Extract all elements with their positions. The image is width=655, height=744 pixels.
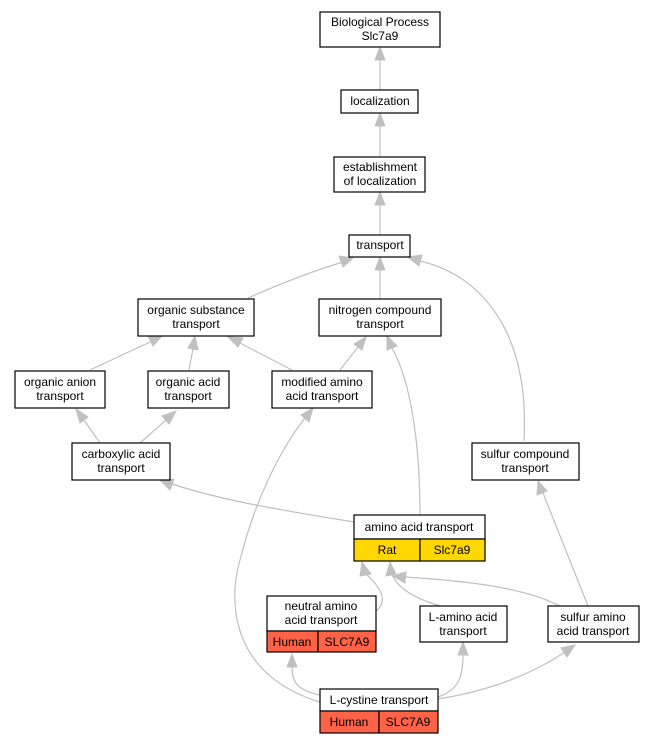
arrowhead: [536, 479, 548, 496]
node-label: acid transport: [285, 613, 358, 627]
edge-sulfur-compound-to-transport: [419, 260, 526, 442]
node-amino-acid-transport[interactable]: amino acid transport Rat Slc7a9: [353, 514, 486, 562]
node-label: sulfur compound: [481, 447, 570, 461]
edge-amino-acid-to-nitrogen-compound: [391, 347, 421, 516]
edge-sulfur-amino-to-sulfur-compound: [542, 492, 589, 607]
arrowhead: [406, 254, 423, 267]
node-modified-amino-acid-transport[interactable]: modified amino acid transport: [271, 370, 373, 409]
node-label: transport: [439, 624, 487, 638]
gene-label: Slc7a9: [434, 543, 471, 557]
node-l-amino-acid-transport[interactable]: L-amino acid transport: [419, 605, 508, 643]
arrowhead: [338, 255, 355, 268]
arrowhead: [386, 334, 398, 351]
arrowhead: [374, 111, 386, 127]
node-sulfur-amino-acid-transport[interactable]: sulfur amino acid transport: [547, 605, 640, 643]
node-label: transport: [356, 238, 404, 252]
arrowhead: [158, 478, 175, 491]
gene-label: SLC7A9: [386, 715, 431, 729]
gene-cell-human: [378, 710, 439, 734]
arrowhead: [75, 407, 89, 424]
arrowhead: [560, 644, 577, 658]
gene-cell-human: [317, 630, 377, 653]
edge-l-amino-to-amino-acid: [391, 573, 441, 607]
arrowhead: [385, 560, 397, 577]
node-label: acid transport: [557, 624, 630, 638]
arrowhead: [391, 571, 407, 584]
node-label: acid transport: [286, 389, 359, 403]
node-label: transport: [164, 389, 212, 403]
arrowhead: [457, 640, 469, 656]
node-label: transport: [97, 461, 145, 475]
node-label: carboxylic acid: [82, 447, 161, 461]
node-label: organic acid: [156, 375, 221, 389]
edge-l-cystine-to-l-amino: [437, 654, 464, 698]
edge-l-cystine-to-modified-amino: [234, 417, 321, 703]
node-nitrogen-compound-transport[interactable]: nitrogen compound transport: [318, 298, 442, 337]
edge-l-cystine-to-sulfur-amino: [437, 651, 566, 700]
species-label: Rat: [378, 543, 397, 557]
species-label: Human: [330, 715, 369, 729]
node-label: organic anion: [24, 375, 96, 389]
node-label: modified amino: [281, 375, 363, 389]
node-label: Slc7a9: [362, 29, 399, 43]
node-carboxylic-acid-transport[interactable]: carboxylic acid transport: [71, 442, 171, 481]
arrowhead: [359, 560, 372, 577]
arrowhead: [374, 45, 386, 61]
node-label: L-amino acid: [429, 610, 498, 624]
node-label: transport: [501, 461, 549, 475]
node-label: neutral amino: [285, 599, 358, 613]
node-label: L-cystine transport: [330, 693, 429, 707]
node-transport[interactable]: transport: [348, 234, 411, 258]
arrowhead: [161, 410, 178, 425]
node-organic-acid-transport[interactable]: organic acid transport: [147, 370, 230, 409]
arrowhead: [187, 334, 199, 351]
edge-organic-substance-to-transport: [247, 261, 344, 299]
node-localization[interactable]: localization: [340, 89, 419, 114]
edge-modified-amino-to-nitrogen-compound: [339, 346, 359, 371]
node-organic-anion-transport[interactable]: organic anion transport: [14, 370, 106, 409]
node-label: of localization: [344, 174, 417, 188]
arrowhead: [353, 335, 367, 351]
arrowhead: [226, 336, 244, 348]
node-biological-process[interactable]: Biological Process Slc7a9: [319, 11, 441, 48]
node-label: establishment: [343, 160, 418, 174]
node-sulfur-compound-transport[interactable]: sulfur compound transport: [471, 442, 580, 481]
node-label: transport: [356, 317, 404, 331]
node-organic-substance-transport[interactable]: organic substance transport: [137, 298, 255, 337]
node-label: sulfur amino: [560, 610, 626, 624]
node-label: Biological Process: [331, 15, 429, 29]
edge-modified-amino-to-organic-substance: [239, 342, 293, 371]
edge-amino-acid-to-carboxylic: [171, 483, 355, 523]
node-label: localization: [350, 94, 409, 108]
edge-carboxylic-to-organic-anion: [83, 419, 101, 444]
node-label: organic substance: [147, 303, 245, 317]
edge-organic-acid-to-organic-substance: [188, 348, 194, 371]
node-l-cystine-transport[interactable]: L-cystine transport Human SLC7A9: [319, 688, 439, 734]
arrowhead: [286, 652, 298, 668]
arrowhead: [300, 406, 314, 423]
node-establishment-of-localization[interactable]: establishment of localization: [333, 156, 426, 193]
edge-l-cystine-to-neutral-amino: [291, 666, 321, 696]
gene-cell-rat: [419, 538, 486, 562]
edge-carboxylic-to-organic-acid: [139, 419, 167, 444]
edges: [75, 45, 589, 703]
edge-sulfur-amino-to-amino-acid: [404, 576, 561, 607]
species-label: Human: [273, 635, 312, 649]
node-label: transport: [36, 389, 84, 403]
gene-label: SLC7A9: [325, 635, 370, 649]
node-label: transport: [172, 317, 220, 331]
arrowhead: [374, 190, 386, 206]
arrowhead: [374, 255, 386, 271]
edge-organic-anion-to-organic-substance: [89, 341, 151, 371]
arrowhead: [147, 335, 164, 347]
edge-neutral-amino-to-amino-acid: [365, 573, 383, 612]
node-label: nitrogen compound: [329, 303, 432, 317]
node-label: amino acid transport: [365, 520, 474, 534]
node-neutral-amino-acid-transport[interactable]: neutral amino acid transport Human SLC7A…: [266, 595, 377, 653]
